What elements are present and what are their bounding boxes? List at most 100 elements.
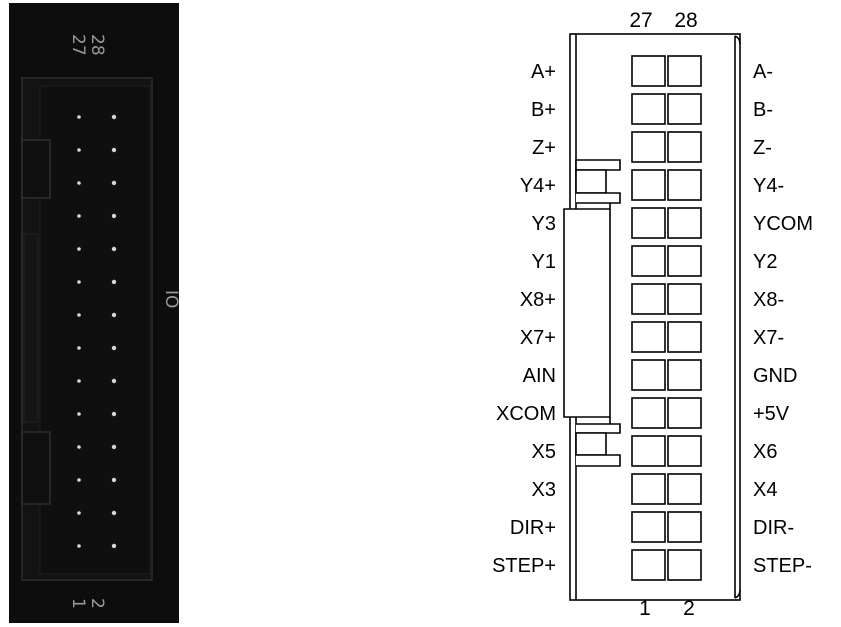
- pin-box: [631, 55, 666, 87]
- connector-photo: 28 27 2 1 IO: [9, 3, 180, 623]
- pin-box: [631, 207, 666, 239]
- right-pin-label: +5V: [753, 403, 790, 425]
- bottom-pin-number-2: 2: [683, 597, 695, 620]
- pin-row: Y1 Y2: [532, 245, 777, 277]
- pin-row: A+A-: [531, 55, 773, 87]
- photo-pin: [111, 477, 117, 483]
- key-slot: [23, 233, 39, 423]
- right-pin-label: Y2: [753, 251, 777, 273]
- pin-row: X7+ X7-: [520, 321, 784, 353]
- photo-pin: [77, 346, 81, 350]
- pin-row: B+ B-: [531, 93, 773, 125]
- left-pin-label: X7+: [520, 327, 556, 349]
- latch-bottom: [21, 431, 51, 505]
- right-pin-label: GND: [753, 365, 797, 387]
- left-pin-label: XCOM: [496, 403, 556, 425]
- pin-row: STEP+STEP-: [492, 549, 812, 581]
- photo-pin: [77, 148, 81, 152]
- connector-cavity: [39, 85, 151, 575]
- right-pin-label: B-: [753, 99, 773, 121]
- right-pin-label: X8-: [753, 289, 784, 311]
- right-pin-label: Z-: [753, 137, 772, 159]
- pin-box: [631, 397, 666, 429]
- silk-pin-2: 2: [87, 598, 107, 609]
- pin-box: [631, 549, 666, 581]
- silk-pin-27: 27: [68, 34, 88, 56]
- photo-pin: [111, 444, 117, 450]
- photo-pin: [77, 247, 81, 251]
- photo-pin: [111, 510, 117, 516]
- pin-row: XCOM +5V: [496, 397, 790, 429]
- right-pin-label: X7-: [753, 327, 784, 349]
- pin-box: [631, 283, 666, 315]
- photo-pin: [77, 511, 81, 515]
- pin-box: [631, 435, 666, 467]
- left-pin-label: X8+: [520, 289, 556, 311]
- pin-box: [667, 169, 702, 201]
- left-pin-label: B+: [531, 99, 556, 121]
- pin-grid: [77, 114, 117, 549]
- silk-io-label: IO: [161, 290, 180, 308]
- photo-pin: [111, 345, 117, 351]
- left-pin-label: Y4+: [520, 175, 556, 197]
- pin-box: [667, 207, 702, 239]
- photo-pin: [77, 115, 81, 119]
- photo-pin: [111, 543, 117, 549]
- pin-box: [667, 359, 702, 391]
- pin-box: [631, 245, 666, 277]
- pin-box: [667, 93, 702, 125]
- photo-pin: [77, 214, 81, 218]
- left-pin-label: DIR+: [510, 517, 556, 539]
- pin-row: X8+ X8-: [520, 283, 784, 315]
- photo-pin: [77, 544, 81, 548]
- top-pin-number-28: 28: [674, 9, 697, 32]
- pin-row: Z+ Z-: [532, 131, 772, 163]
- pin-box: [667, 131, 702, 163]
- left-pin-label: A+: [531, 61, 556, 83]
- photo-pin: [111, 279, 117, 285]
- pin-row: DIR+ DIR-: [510, 511, 794, 543]
- photo-pin: [111, 312, 117, 318]
- silk-pin-1: 1: [68, 598, 88, 609]
- right-pin-label: Y4-: [753, 175, 784, 197]
- photo-pin: [77, 445, 81, 449]
- left-pin-label: Z+: [532, 137, 556, 159]
- pin-box: [631, 359, 666, 391]
- pin-box: [631, 321, 666, 353]
- photo-pin: [77, 379, 81, 383]
- right-pin-label: DIR-: [753, 517, 794, 539]
- latch-top: [21, 139, 51, 199]
- pin-row: Y4+ Y4-: [520, 169, 784, 201]
- photo-pin: [111, 411, 117, 417]
- pin-row: Y3 YCOM: [532, 207, 813, 239]
- right-pin-label: YCOM: [753, 213, 813, 235]
- pin-box: [667, 245, 702, 277]
- left-pin-label: X3: [532, 479, 556, 501]
- photo-pin: [77, 313, 81, 317]
- pin-box: [667, 397, 702, 429]
- photo-pin: [77, 412, 81, 416]
- connector-latch: [563, 159, 621, 467]
- pin-box: [667, 549, 702, 581]
- silk-pin-28: 28: [87, 34, 107, 56]
- pin-box: [667, 55, 702, 87]
- left-pin-label: STEP+: [492, 555, 556, 577]
- pin-box: [667, 435, 702, 467]
- pin-box: [631, 511, 666, 543]
- pin-box: [631, 131, 666, 163]
- right-pin-label: X6: [753, 441, 777, 463]
- pin-box: [631, 169, 666, 201]
- photo-pin: [77, 280, 81, 284]
- pin-box: [667, 473, 702, 505]
- bottom-pin-number-1: 1: [639, 597, 651, 620]
- left-pin-label: AIN: [523, 365, 556, 387]
- left-pin-label: Y3: [532, 213, 556, 235]
- photo-pin: [111, 180, 117, 186]
- pin-row: AIN GND: [523, 359, 797, 391]
- left-pin-label: X5: [532, 441, 556, 463]
- photo-pin: [111, 246, 117, 252]
- left-pin-label: Y1: [532, 251, 556, 273]
